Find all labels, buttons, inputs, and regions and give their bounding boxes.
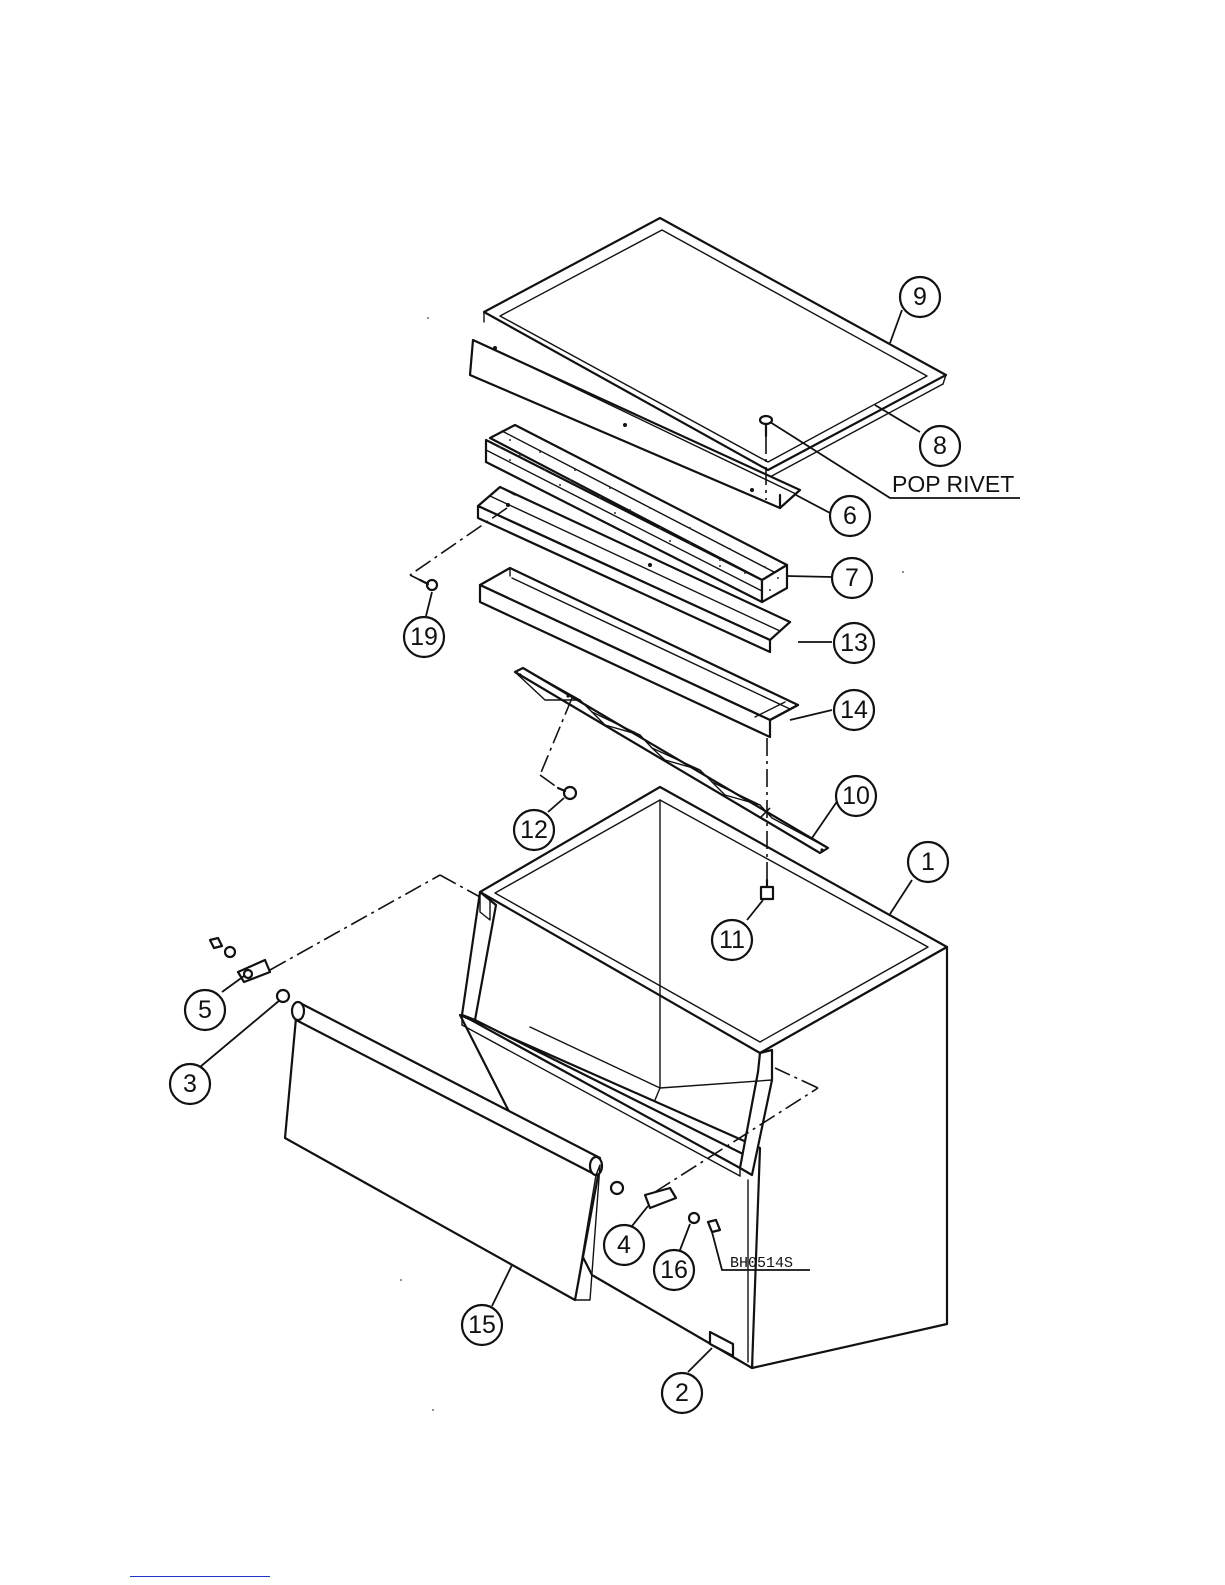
callout-11-label: 11 [719,926,745,954]
callout-16: 16 [654,1250,694,1290]
callout-4: 4 [604,1225,644,1265]
callout-19: 19 [404,617,444,657]
callout-3: 3 [170,1064,210,1104]
footer-rule [130,1576,270,1577]
bin-cabinet [460,787,947,1368]
callout-12-label: 12 [520,816,548,844]
callout-13-label: 13 [840,629,868,657]
callout-10-label: 10 [842,782,870,810]
screw-12 [558,787,576,799]
callout-1: 1 [908,842,948,882]
callout-4-label: 4 [617,1231,631,1259]
callout-6: 6 [830,496,870,536]
callout-8-label: 8 [933,432,947,460]
callout-5-label: 5 [198,996,212,1024]
callout-1-label: 1 [921,848,935,876]
callout-6-label: 6 [843,502,857,530]
callout-5: 5 [185,990,225,1030]
callout-2: 2 [662,1373,702,1413]
lid-panel [484,218,946,478]
hinge-bracket-5 [210,938,270,982]
callout-3-label: 3 [183,1070,197,1098]
bin-door [285,1002,602,1300]
pop-rivet-label: POP RIVET [892,471,1014,497]
callout-13: 13 [834,623,874,663]
screw-19 [420,580,437,590]
callout-14: 14 [834,690,874,730]
callout-19-label: 19 [410,623,438,651]
callout-7: 7 [832,558,872,598]
callout-15: 15 [462,1305,502,1345]
callout-15-label: 15 [468,1311,496,1339]
callout-16-label: 16 [660,1256,688,1284]
callout-14-label: 14 [840,696,868,724]
part-code-label: BH0514S [730,1255,793,1272]
callout-9-label: 9 [913,283,927,311]
callout-12: 12 [514,810,554,850]
callout-10: 10 [836,776,876,816]
callout-7-label: 7 [845,564,859,592]
callout-9: 9 [900,277,940,317]
callout-8: 8 [920,426,960,466]
callout-11: 11 [712,920,752,960]
callout-2-label: 2 [675,1379,689,1407]
